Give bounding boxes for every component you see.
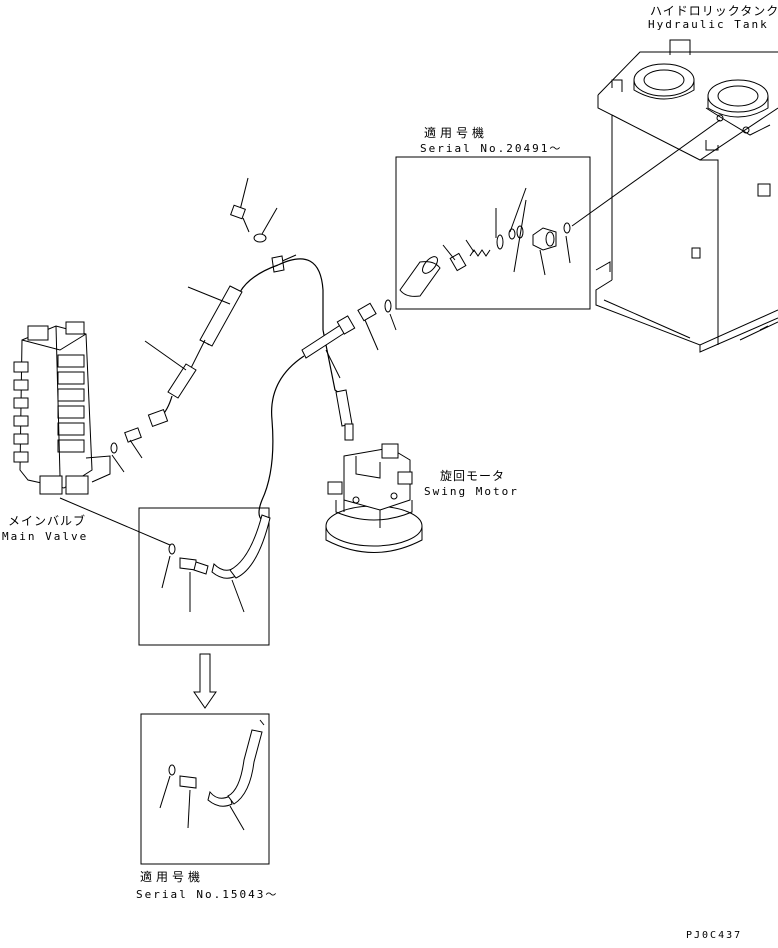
serial-upper-label-jp: 適用号機 <box>424 126 489 140</box>
serial-upper-detail <box>395 119 721 310</box>
swing-motor-label-jp: 旋回モータ <box>440 469 506 483</box>
main-valve-label-en: Main Valve <box>2 530 89 543</box>
clamp-assembly <box>230 177 297 273</box>
serial-upper-label-en: Serial No.20491～ <box>420 142 563 155</box>
hydraulic-tank-label-jp: ハイドロリックタンク <box>650 4 778 18</box>
main-valve <box>13 321 171 546</box>
hydraulic-tank-label-en: Hydraulic Tank <box>648 18 769 31</box>
detail-box-1 <box>138 507 271 646</box>
swing-motor <box>325 443 423 553</box>
detail-box-2 <box>140 713 270 865</box>
hose-lines <box>110 258 397 521</box>
main-valve-label-jp: メインバルブ <box>8 514 87 528</box>
serial-lower-label-jp: 適用号機 <box>140 870 205 884</box>
drawing-code: PJ0C437 <box>686 930 743 941</box>
down-arrow <box>193 653 217 709</box>
serial-lower-label-en: Serial No.15043～ <box>136 888 279 901</box>
hydraulic-tank <box>595 39 778 353</box>
swing-motor-label-en: Swing Motor <box>424 485 519 498</box>
